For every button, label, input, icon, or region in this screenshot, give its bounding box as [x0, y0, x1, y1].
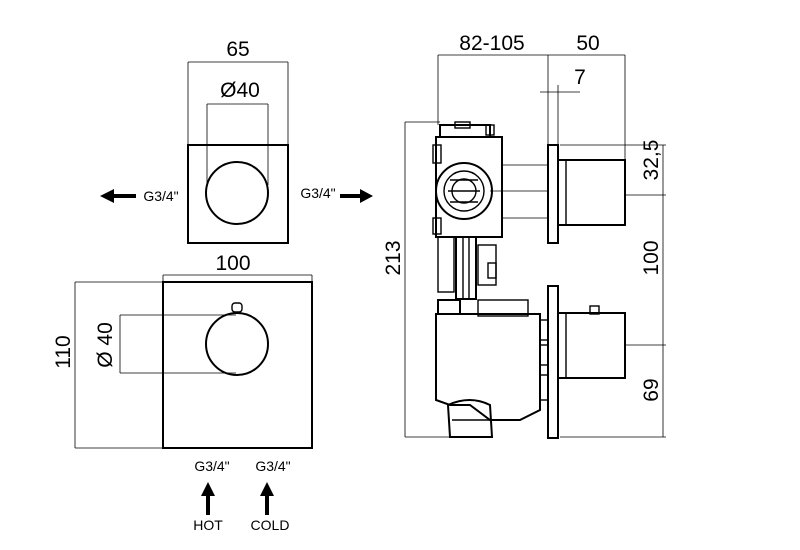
- hot-connection-label: G3/4": [194, 458, 229, 474]
- large-front-view: 100 110 Ø 40 G3/4" G3/4" HOT COLD: [52, 252, 313, 533]
- right-connection-label: G3/4": [300, 185, 335, 201]
- connecting-pipe: [437, 236, 497, 300]
- width-65-label: 65: [226, 38, 249, 61]
- small-cover-plate: [187, 144, 289, 244]
- upper-handle: [557, 159, 626, 226]
- offset-label: 32,5: [640, 140, 663, 181]
- side-view: 82-105 50 7 213 32,5 100 69: [382, 32, 666, 439]
- large-cover-plate: [162, 281, 313, 449]
- lower-handle-stop: [589, 305, 600, 315]
- width-100-label: 100: [215, 252, 250, 275]
- left-arrow-icon: [100, 189, 136, 203]
- depth-label: 82-105: [459, 32, 524, 55]
- projection-label: 50: [576, 32, 599, 55]
- height-213-label: 213: [382, 240, 405, 275]
- plate-thickness-label: 7: [574, 66, 586, 89]
- knob-stop-tab: [231, 302, 243, 313]
- diameter-40-label: Ø40: [220, 79, 260, 102]
- cold-connection-label: G3/4": [255, 458, 290, 474]
- valve-body-upper: [432, 121, 548, 238]
- cold-arrow-icon: [260, 482, 274, 515]
- large-knob: [205, 312, 269, 376]
- spacing-label: 100: [640, 240, 663, 275]
- hot-label: HOT: [193, 517, 223, 533]
- small-knob: [205, 161, 269, 225]
- upper-wall-plate: [547, 144, 559, 244]
- lower-wall-plate: [547, 285, 559, 439]
- right-arrow-icon: [340, 189, 373, 203]
- lower-label: 69: [640, 378, 663, 401]
- height-110-label: 110: [52, 335, 75, 368]
- lower-handle: [557, 312, 626, 379]
- cold-label: COLD: [251, 517, 290, 533]
- hot-arrow-icon: [201, 482, 215, 515]
- diameter-40-vertical-label: Ø 40: [94, 322, 117, 368]
- small-front-view: 65 Ø40 G3/4" G3/4": [100, 38, 373, 244]
- left-connection-label: G3/4": [143, 188, 178, 204]
- valve-body-lower: [435, 299, 549, 438]
